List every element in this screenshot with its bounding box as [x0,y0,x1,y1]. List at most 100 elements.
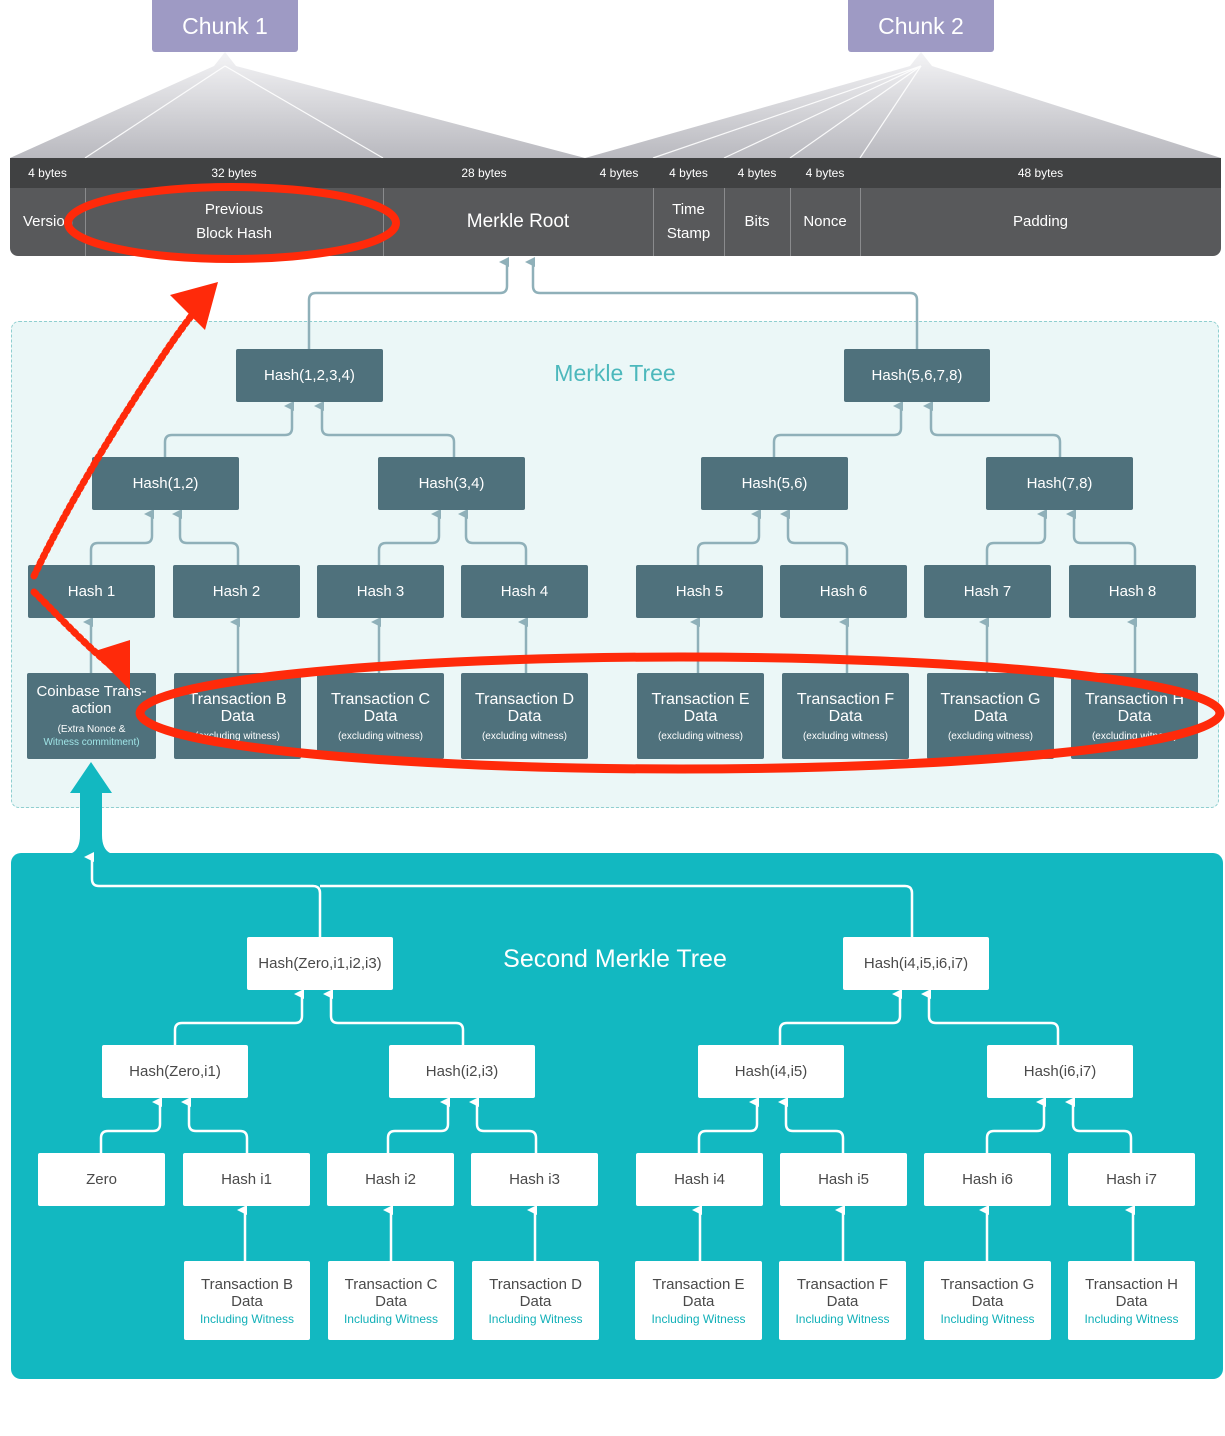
transaction-sub: (excluding witness) [1091,730,1178,742]
field-previous-block-hash: 32 bytes Previous Block Hash [85,158,383,256]
field-label: Padding [1012,213,1069,230]
second-leaf-hash-i2: Hash i2 [327,1153,454,1206]
transaction-sub: Including Witness [651,1311,746,1326]
transaction-title: Transaction B Data [188,690,287,725]
transaction-sub: (excluding witness) [194,730,281,742]
chunk-2-label: Chunk 2 [848,0,994,52]
transaction-title: Transaction G Data [940,690,1041,725]
transaction-title: Transaction D Data [489,1275,582,1310]
second-leaf-hash-i4: Hash i4 [636,1153,763,1206]
merkle-node-hash-34: Hash(3,4) [378,457,525,510]
merkle-node-hash-5678: Hash(5,6,7,8) [844,349,990,402]
coinbase-sub: (Extra Nonce & [57,724,126,735]
transaction-sub: (excluding witness) [802,730,889,742]
second-node-hash-zero-i1-i2-i3: Hash(Zero,i1,i2,i3) [247,937,393,990]
field-label: Bits [744,213,770,230]
transaction-title: Transaction F Data [796,1275,889,1310]
annotation-ellipse-previous-block-hash [64,183,400,263]
transaction-title: Transaction F Data [796,690,895,725]
second-merkle-tree-title: Second Merkle Tree [503,945,727,973]
merkle-node-hash-1234: Hash(1,2,3,4) [236,349,383,402]
witness-transaction-c: Transaction C Data Including Witness [328,1261,454,1340]
merkle-node-hash-56: Hash(5,6) [701,457,848,510]
field-label: Previous Block Hash [196,201,272,242]
transaction-title: Transaction C Data [344,1275,438,1310]
merkle-leaf-hash-6: Hash 6 [780,565,907,618]
second-node-hash-i2-i3: Hash(i2,i3) [389,1045,535,1098]
field-merkle-root-label: Merkle Root [383,158,653,256]
second-node-hash-i4-i5: Hash(i4,i5) [698,1045,844,1098]
second-leaf-hash-i5: Hash i5 [780,1153,907,1206]
chunk-1-label: Chunk 1 [152,0,298,52]
transaction-sub: Including Witness [1084,1311,1179,1326]
second-leaf-hash-i6: Hash i6 [924,1153,1051,1206]
field-version: 4 bytes Version [10,158,85,256]
field-bytes: 32 bytes [85,158,383,188]
second-node-hash-i4-i5-i6-i7: Hash(i4,i5,i6,i7) [843,937,989,990]
field-nonce: 4 bytes Nonce [790,158,860,256]
transaction-sub: (excluding witness) [337,730,424,742]
coinbase-transaction: Coinbase Trans- action (Extra Nonce & Wi… [27,673,156,759]
transaction-sub: Including Witness [940,1311,1035,1326]
merkle-tree-title: Merkle Tree [554,360,676,386]
merkle-leaf-hash-2: Hash 2 [173,565,300,618]
transaction-title: Transaction E Data [652,1275,745,1310]
transaction-title: Transaction E Data [651,690,750,725]
field-bytes: 4 bytes [10,158,85,188]
merkle-leaf-hash-3: Hash 3 [317,565,444,618]
field-label: Nonce [803,213,847,230]
merkle-leaf-hash-5: Hash 5 [636,565,763,618]
annotation-arrowhead-up [170,282,218,330]
second-leaf-hash-i3: Hash i3 [471,1153,598,1206]
second-leaf-hash-i1: Hash i1 [183,1153,310,1206]
annotation-ellipse-transactions [135,652,1225,774]
chunk-fan-lines [10,52,1221,159]
field-bytes: 48 bytes [860,158,1221,188]
transaction-sub: Including Witness [488,1311,583,1326]
merkle-leaf-hash-4: Hash 4 [461,565,588,618]
second-node-hash-zero-i1: Hash(Zero,i1) [102,1045,248,1098]
annotation-arrowhead-down [92,640,130,690]
transaction-f-data: Transaction F Data (excluding witness) [782,673,909,759]
second-leaf-hash-i7: Hash i7 [1068,1153,1195,1206]
coinbase-title: Coinbase Trans- action [36,683,147,717]
transaction-e-data: Transaction E Data (excluding witness) [637,673,764,759]
transaction-sub: (excluding witness) [947,730,1034,742]
transaction-sub: Including Witness [343,1311,439,1326]
transaction-title: Transaction B Data [201,1275,293,1310]
field-bytes: 4 bytes [790,158,860,188]
field-label: Merkle Root [466,211,570,232]
field-merkle-root: 28 bytes [383,158,585,256]
merkle-node-hash-12: Hash(1,2) [92,457,239,510]
transaction-d-data: Transaction D Data (excluding witness) [461,673,588,759]
field-padding: 48 bytes Padding [860,158,1221,256]
transaction-title: Transaction C Data [331,690,430,725]
witness-transaction-e: Transaction E Data Including Witness [635,1261,762,1340]
transaction-g-data: Transaction G Data (excluding witness) [927,673,1054,759]
transaction-title: Transaction D Data [475,690,574,725]
field-bits: 4 bytes Bits [724,158,790,256]
coinbase-sub-witness: Witness commitment) [43,737,140,748]
transaction-sub: (excluding witness) [481,730,568,742]
second-leaf-zero: Zero [38,1153,165,1206]
field-time-stamp: 4 bytes Time Stamp [653,158,724,256]
witness-transaction-g: Transaction G Data Including Witness [924,1261,1051,1340]
witness-transaction-h: Transaction H Data Including Witness [1068,1261,1195,1340]
field-label: Version [23,213,74,230]
transaction-sub: Including Witness [199,1311,295,1326]
second-node-hash-i6-i7: Hash(i6,i7) [987,1045,1133,1098]
merkle-leaf-hash-7: Hash 7 [924,565,1051,618]
block-header: 4 bytes Version 32 bytes Previous Block … [10,158,1221,256]
transaction-title: Transaction H Data [1085,1275,1178,1310]
witness-transaction-f: Transaction F Data Including Witness [779,1261,906,1340]
merkle-leaf-hash-8: Hash 8 [1069,565,1196,618]
field-merkle-root-extra: 4 bytes [585,158,653,256]
transaction-sub: Including Witness [795,1311,890,1326]
field-bytes: 4 bytes [724,158,790,188]
witness-transaction-b: Transaction B Data Including Witness [184,1261,310,1340]
transaction-sub: (excluding witness) [657,730,744,742]
field-bytes: 28 bytes [383,158,585,188]
transaction-title: Transaction H Data [1085,690,1184,725]
transaction-title: Transaction G Data [940,1275,1035,1310]
